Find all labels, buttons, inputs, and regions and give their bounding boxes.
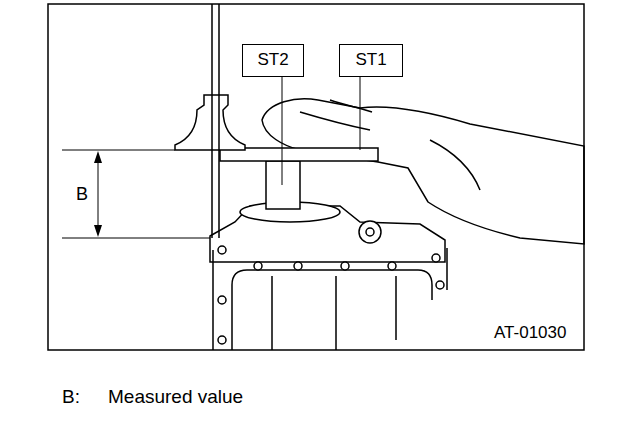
oil-pan: [213, 248, 447, 350]
pan-panel: [232, 270, 432, 350]
bolts: [218, 246, 444, 344]
part-label-box: ST1: [339, 44, 403, 77]
frame: [48, 4, 584, 350]
part-name: ST2: [257, 50, 288, 70]
dimension-arrows: [94, 151, 102, 237]
hand-finger-line: [300, 100, 480, 190]
leader-lines: [282, 77, 360, 185]
legend-text: Measured value: [108, 386, 243, 408]
plug: [359, 221, 381, 243]
part-label-box: ST2: [242, 44, 304, 77]
pan-rib: [272, 276, 396, 350]
plug-center: [366, 228, 374, 236]
gauge-rod-inner: [212, 95, 219, 150]
gauge-flange: [175, 95, 245, 150]
extension-lines: [62, 150, 210, 238]
st2-tool: [266, 161, 300, 209]
legend-key: B:: [62, 386, 80, 408]
part-name: ST1: [355, 50, 386, 70]
dimension-label: B: [76, 184, 88, 205]
figure-number: AT-01030: [494, 323, 566, 343]
dimension-line: [98, 155, 99, 233]
